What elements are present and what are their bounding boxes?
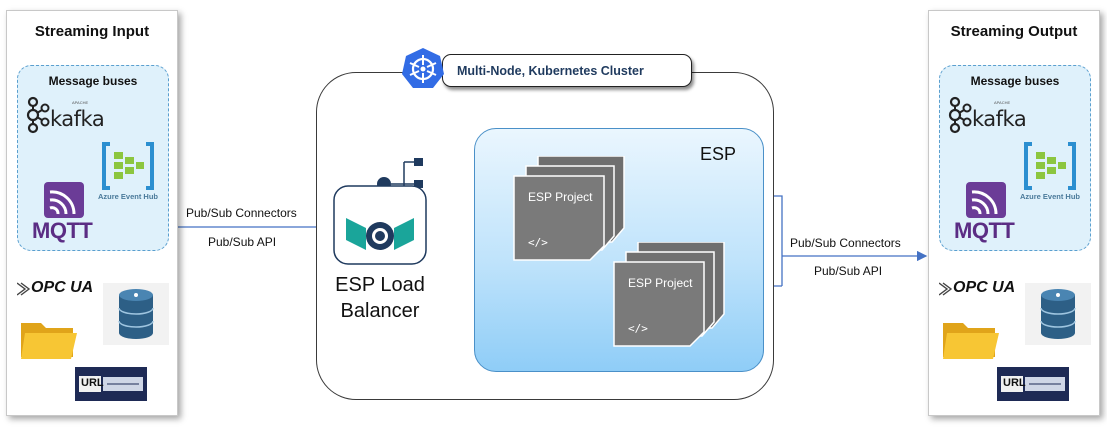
kubernetes-icon (402, 48, 444, 88)
output-connectors-label: Pub/Sub Connectors (790, 236, 901, 250)
load-balancer-label: ESP Load Balancer (316, 272, 444, 324)
input-api-label: Pub/Sub API (208, 235, 277, 249)
message-buses-box: Message buses APACHE kafka (17, 65, 169, 251)
kafka-logo: APACHE kafka (24, 96, 105, 136)
document-stack-icon (513, 156, 625, 261)
load-balancer-line2: Balancer (340, 300, 420, 322)
mqtt-label: MQTT (32, 218, 93, 243)
kafka-label: kafka (972, 107, 1027, 131)
azure-event-hub-icon (102, 142, 154, 190)
database-icon (1025, 283, 1091, 345)
esp-label: ESP (700, 144, 737, 164)
esp-project-1-code: </> (528, 236, 548, 249)
url-label: URL (81, 377, 104, 389)
azure-event-hub-logo: Azure Event Hub (88, 138, 168, 204)
kafka-label: kafka (50, 107, 105, 131)
url-icon (75, 367, 147, 401)
kafka-apache-label: APACHE (994, 100, 1011, 105)
url-logo: URL (997, 367, 1069, 401)
message-buses-title: Message buses (970, 74, 1060, 88)
load-balancer-line1: ESP Load (335, 274, 425, 296)
azure-event-hub-logo: Azure Event Hub (1010, 138, 1090, 204)
kafka-logo: APACHE kafka (946, 96, 1027, 136)
url-icon (997, 367, 1069, 401)
streaming-input-panel: Streaming Input Message buses APACHE kaf… (6, 10, 178, 416)
kafka-icon (948, 96, 972, 134)
folder-icon (21, 323, 77, 359)
message-buses-title: Message buses (48, 74, 138, 88)
azure-event-hub-label: Azure Event Hub (1019, 192, 1080, 201)
opc-ua-icon (17, 282, 31, 296)
mqtt-logo: MQTT (32, 182, 102, 244)
opc-ua-logo: OPC UA (17, 279, 107, 303)
input-connectors-label: Pub/Sub Connectors (186, 206, 297, 220)
kafka-icon (26, 96, 50, 134)
esp-project-1-label: ESP Project (528, 190, 593, 204)
mqtt-icon (44, 182, 84, 218)
esp-project-stack-1: ESP Project </> (512, 156, 625, 261)
document-stack-icon (613, 242, 725, 347)
cluster-title-tag: Multi-Node, Kubernetes Cluster (442, 54, 692, 87)
folder-icon (943, 323, 999, 359)
esp-project-stack-2: ESP Project </> (612, 242, 725, 347)
message-buses-box: Message buses APACHE kafka (939, 65, 1091, 251)
opc-ua-label: OPC UA (31, 279, 94, 296)
output-api-label: Pub/Sub API (814, 264, 883, 278)
opc-ua-icon (939, 282, 953, 296)
streaming-output-title: Streaming Output (950, 23, 1078, 40)
database-icon (103, 283, 169, 345)
url-label: URL (1003, 377, 1026, 389)
esp-project-2-code: </> (628, 322, 648, 335)
azure-event-hub-label: Azure Event Hub (97, 192, 158, 201)
mqtt-logo: MQTT (954, 182, 1024, 244)
load-balancer-icon (333, 185, 427, 265)
esp-project-2-label: ESP Project (628, 276, 693, 290)
opc-ua-label: OPC UA (953, 279, 1016, 296)
streaming-output-panel: Streaming Output Message buses APACHE ka… (928, 10, 1100, 416)
kafka-apache-label: APACHE (72, 100, 89, 105)
cluster-title: Multi-Node, Kubernetes Cluster (457, 64, 644, 78)
opc-ua-logo: OPC UA (939, 279, 1029, 303)
streaming-input-title: Streaming Input (34, 23, 150, 40)
mqtt-icon (966, 182, 1006, 218)
azure-event-hub-icon (1024, 142, 1076, 190)
mqtt-label: MQTT (954, 218, 1015, 243)
url-logo: URL (75, 367, 147, 401)
